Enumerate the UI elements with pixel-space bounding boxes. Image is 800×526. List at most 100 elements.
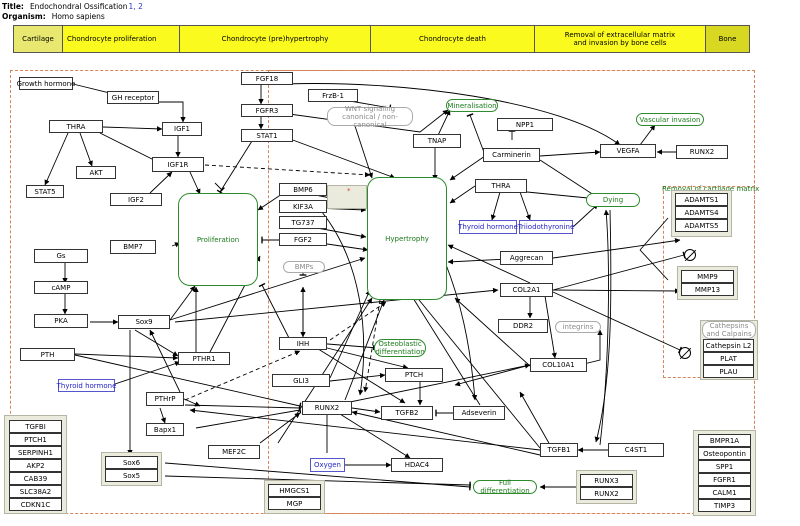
node-gs[interactable]: Gs (34, 249, 88, 263)
node-cathepsin-l2[interactable]: Cathepsin L2 (703, 339, 754, 352)
node-mmp9[interactable]: MMP9 (681, 270, 734, 283)
removal-cartilage-label: Removal of cartilage matrix (662, 185, 760, 193)
node-adamts4[interactable]: ADAMTS4 (675, 206, 728, 219)
node-plau[interactable]: PLAU (703, 365, 754, 378)
stage-death: Chondrocyte death (370, 25, 535, 53)
star-marker: * (347, 187, 351, 195)
node-timp3[interactable]: TIMP3 (698, 499, 751, 512)
node-adamts5[interactable]: ADAMTS5 (675, 219, 728, 232)
node-tgfbi[interactable]: TGFBI (9, 420, 62, 433)
stage-bone: Bone (705, 25, 750, 53)
node-runx3[interactable]: RUNX3 (580, 474, 633, 487)
node-thyroid-hormone-left[interactable]: Thyroid hormone (57, 379, 116, 392)
node-calm1[interactable]: CALM1 (698, 486, 751, 499)
node-pth[interactable]: PTH (20, 348, 75, 361)
node-plat[interactable]: PLAT (703, 352, 754, 365)
node-aggrecan[interactable]: Aggrecan (500, 251, 553, 265)
node-thra-left[interactable]: THRA (49, 120, 103, 133)
node-ptch1[interactable]: PTCH1 (9, 433, 62, 446)
node-col10a1[interactable]: COL10A1 (530, 358, 587, 372)
stage-removal: Removal of extracellular matrix and inva… (534, 25, 706, 53)
hypertrophy-phenotype[interactable]: Hypertrophy (367, 177, 447, 300)
title-line: Title:Endochondral Ossification1, 2 (2, 2, 143, 11)
node-cathepsins-calpains[interactable]: Cathepsins and Calpains (702, 321, 756, 339)
node-cab39[interactable]: CAB39 (9, 472, 62, 485)
node-oxygen[interactable]: Oxygen (310, 458, 345, 472)
node-kif3a[interactable]: KIF3A (279, 200, 327, 213)
node-sox5[interactable]: Sox5 (105, 469, 158, 482)
node-c4st1[interactable]: C4ST1 (608, 443, 664, 457)
node-wnt-signaling[interactable]: WNT signaling canonical / non-canonical (327, 105, 413, 129)
node-fgf2[interactable]: FGF2 (279, 233, 327, 246)
vascular-invasion-phenotype[interactable]: Vascular invasion (636, 113, 704, 126)
dying-phenotype[interactable]: Dying (586, 193, 640, 207)
node-bapx1[interactable]: Bapx1 (146, 423, 184, 436)
node-ddr2[interactable]: DDR2 (498, 319, 548, 333)
full-differentiation-phenotype[interactable]: Full differentiation (473, 479, 537, 495)
node-carminerin[interactable]: Carminerin (483, 148, 540, 162)
node-tgfb2[interactable]: TGFB2 (381, 406, 433, 420)
node-sox9[interactable]: Sox9 (118, 315, 170, 329)
node-runx2-right[interactable]: RUNX2 (676, 145, 728, 159)
node-tgfb1[interactable]: TGFB1 (540, 443, 578, 457)
node-stat5[interactable]: STAT5 (26, 185, 64, 198)
node-hmgcs1[interactable]: HMGCS1 (268, 484, 321, 497)
node-mgp[interactable]: MGP (268, 497, 321, 510)
node-thra-right[interactable]: THRA (475, 179, 527, 193)
node-cdkn1c[interactable]: CDKN1C (9, 498, 62, 511)
node-adamts1[interactable]: ADAMTS1 (675, 193, 728, 206)
node-serpinh1[interactable]: SERPINH1 (9, 446, 62, 459)
node-pthr1[interactable]: PTHR1 (178, 352, 230, 365)
node-fgfr3[interactable]: FGFR3 (241, 104, 293, 117)
reference-link[interactable]: 1, 2 (128, 2, 143, 11)
mineralisation-phenotype[interactable]: Mineralisation (446, 99, 498, 112)
node-bmp6[interactable]: BMP6 (279, 183, 327, 196)
organism-label: Organism: (2, 12, 46, 21)
node-bmpr1a[interactable]: BMPR1A (698, 434, 751, 447)
node-hdac4[interactable]: HDAC4 (391, 458, 443, 472)
bmp6-complex (327, 185, 367, 209)
node-spp1[interactable]: SPP1 (698, 460, 751, 473)
node-sox6[interactable]: Sox6 (105, 456, 158, 469)
node-bmps[interactable]: BMPs (283, 261, 325, 273)
organism-value: Homo sapiens (51, 12, 105, 21)
node-vegfa[interactable]: VEGFA (600, 144, 656, 158)
node-runx2-pair[interactable]: RUNX2 (580, 487, 633, 500)
node-pka[interactable]: PKA (34, 314, 88, 328)
node-igf2[interactable]: IGF2 (110, 193, 162, 206)
node-ptch[interactable]: PTCH (385, 368, 443, 382)
node-fgf18[interactable]: FGF18 (241, 72, 293, 85)
node-frzb1[interactable]: FrzB-1 (308, 89, 358, 102)
node-mef2c[interactable]: MEF2C (208, 445, 260, 459)
node-bmp7[interactable]: BMP7 (110, 240, 156, 254)
node-mmp13[interactable]: MMP13 (681, 283, 734, 296)
node-fgfr1[interactable]: FGFR1 (698, 473, 751, 486)
node-runx2[interactable]: RUNX2 (302, 401, 352, 415)
node-stat1[interactable]: STAT1 (241, 129, 293, 142)
node-integrins[interactable]: integrins (555, 321, 601, 333)
node-tg737[interactable]: TG737 (279, 216, 327, 229)
stage-proliferation: Chondrocyte proliferation (62, 25, 180, 53)
node-npp1[interactable]: NPP1 (497, 118, 553, 131)
node-col2a1[interactable]: COL2A1 (500, 283, 553, 297)
node-adseverin[interactable]: Adseverin (453, 406, 505, 420)
proliferation-phenotype[interactable]: Proliferation (178, 193, 258, 286)
node-gh-receptor[interactable]: GH receptor (107, 91, 159, 104)
pathway-title: Endochondral Ossification (29, 2, 128, 11)
node-thyroid-hormone-mid[interactable]: Thyroid hormone (458, 220, 518, 234)
node-camp[interactable]: cAMP (34, 281, 88, 294)
node-growth-hormone[interactable]: Growth hormone (17, 77, 75, 90)
node-igf1r[interactable]: IGF1R (152, 157, 204, 172)
node-akp2[interactable]: AKP2 (9, 459, 62, 472)
osteoblastic-phenotype[interactable]: Osteoblastic differentiation (374, 339, 426, 357)
node-tnap[interactable]: TNAP (413, 134, 461, 148)
node-triiodothyronine[interactable]: Triiodothyronine (518, 220, 574, 234)
node-slc38a2[interactable]: SLC38A2 (9, 485, 62, 498)
node-igf1[interactable]: IGF1 (162, 122, 202, 136)
node-osteopontin[interactable]: Osteopontin (698, 447, 751, 460)
node-pthrp[interactable]: PTHrP (146, 392, 184, 406)
degradation-icon-1 (684, 249, 696, 261)
node-ihh[interactable]: IHH (279, 337, 327, 350)
node-gli3[interactable]: GLI3 (272, 374, 330, 387)
node-akt[interactable]: AKT (76, 166, 116, 179)
